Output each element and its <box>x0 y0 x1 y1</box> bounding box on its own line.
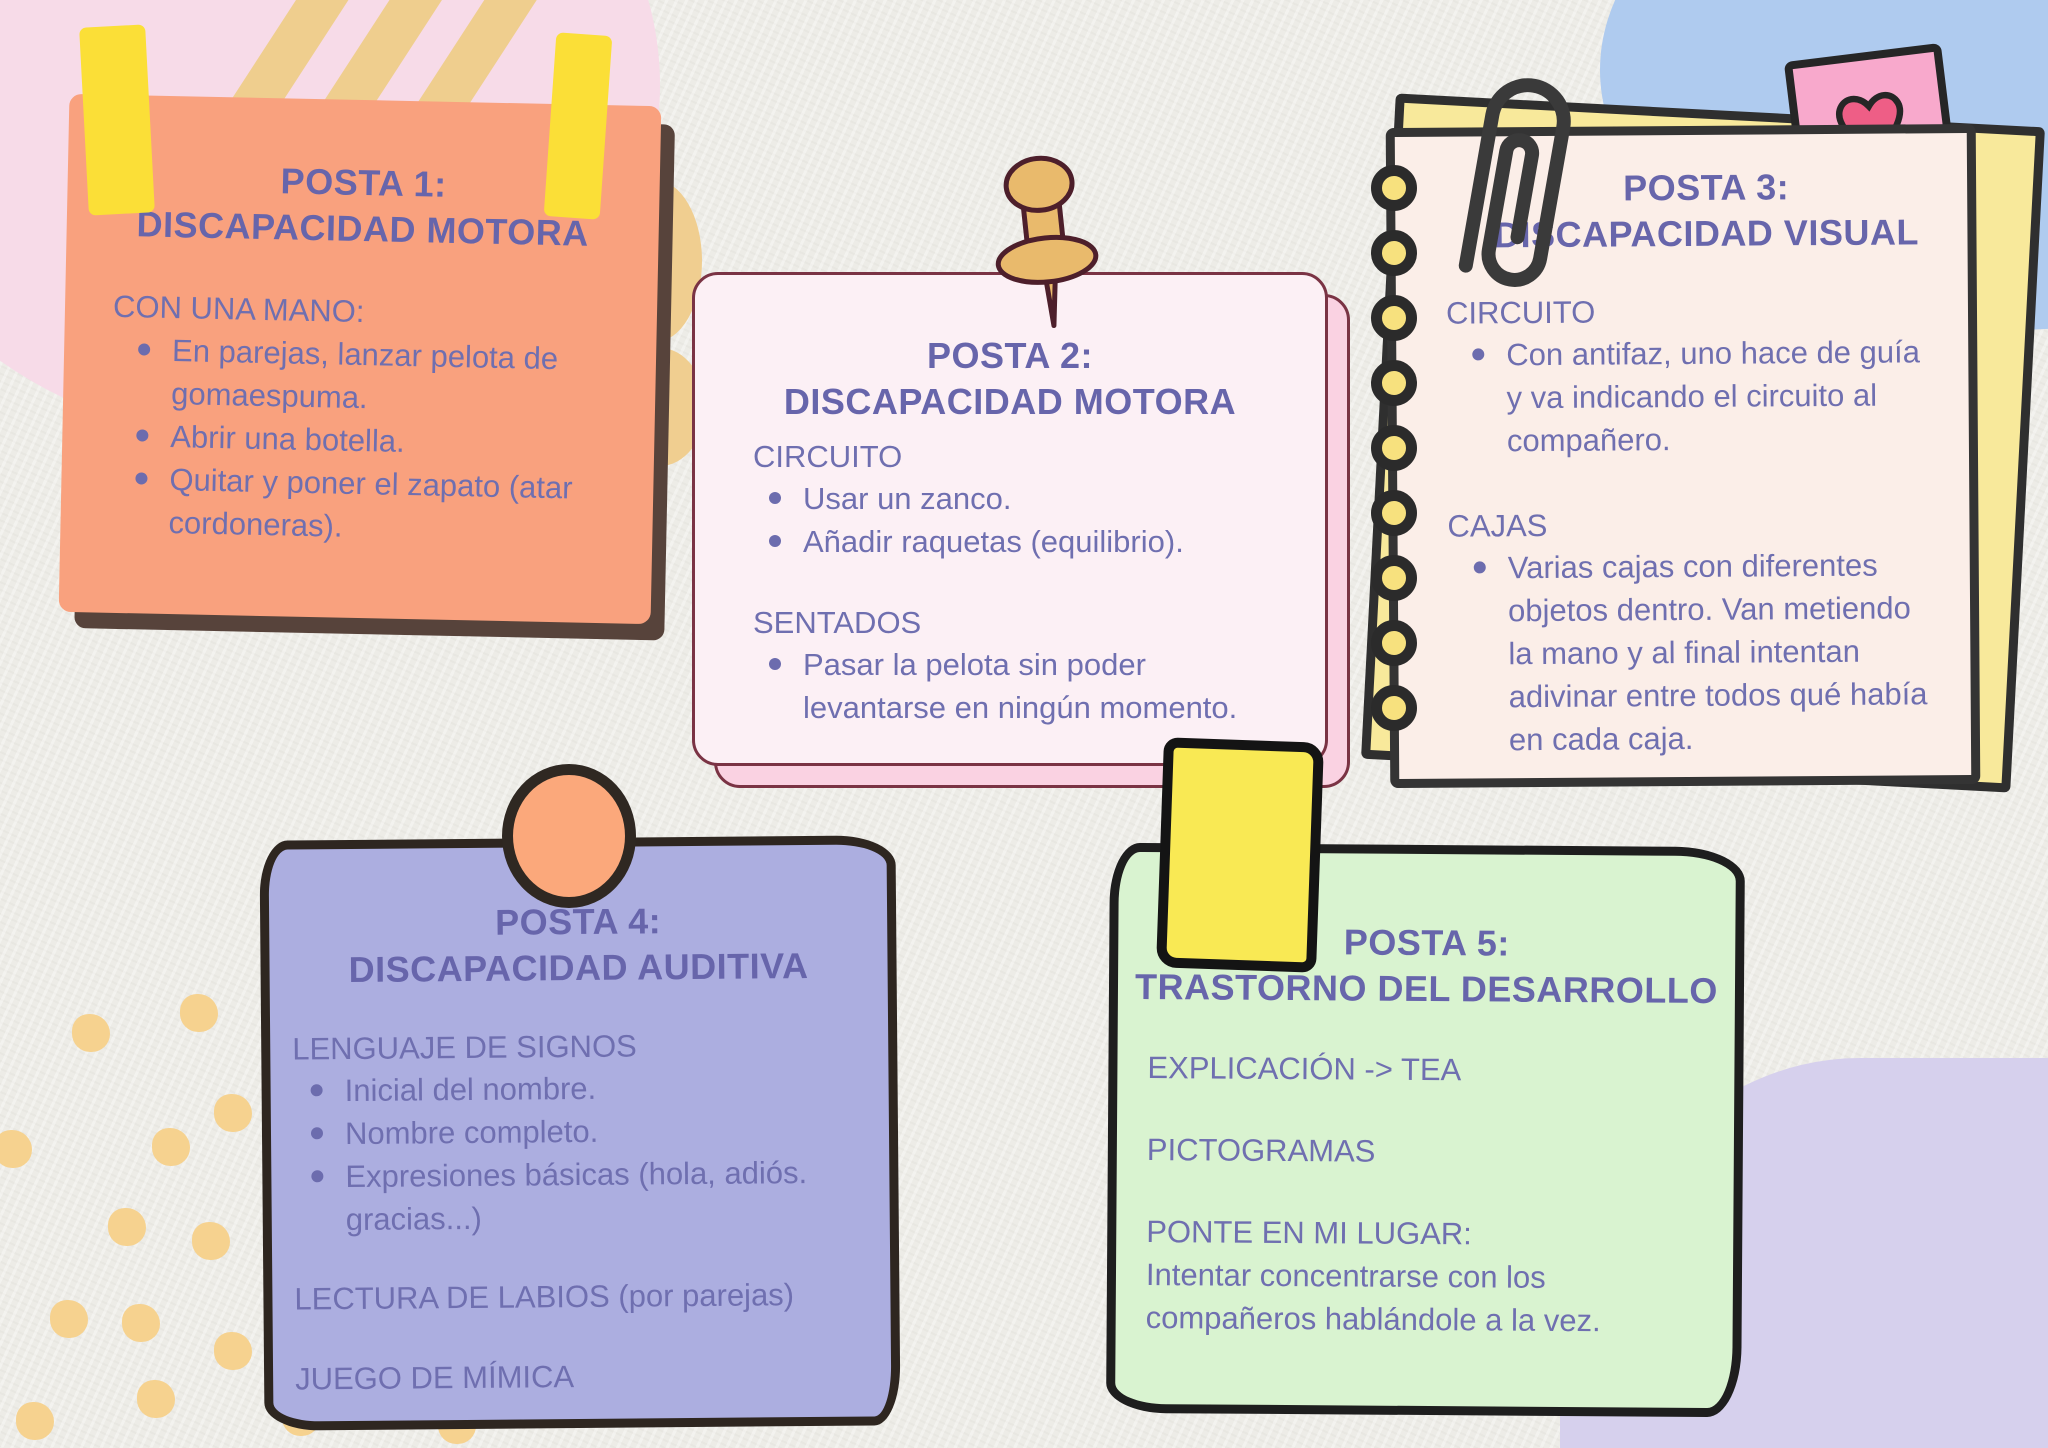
bullet-icon <box>769 658 781 670</box>
tan-dot <box>214 1094 252 1132</box>
tan-dot <box>0 1130 32 1168</box>
tan-dot <box>180 994 218 1032</box>
posta5-line2: PICTOGRAMAS <box>1146 1132 1376 1169</box>
list-item: Quitar y poner el zapato (atar cordonera… <box>108 457 620 554</box>
posta2-heading2: SENTADOS <box>753 605 922 640</box>
pushpin-icon <box>995 155 1099 329</box>
bullet-icon <box>769 492 781 504</box>
tan-dot <box>108 1208 146 1246</box>
posta2-title: POSTA 2: DISCAPACIDAD MOTORA <box>695 333 1325 425</box>
list-item: Nombre completo. <box>285 1108 865 1156</box>
tan-dot <box>137 1380 175 1418</box>
bullet-icon <box>769 535 781 547</box>
bullet-icon <box>311 1170 324 1183</box>
list-item: En parejas, lanzar pelota de gomaespuma. <box>111 328 623 425</box>
bullet-icon <box>136 429 149 442</box>
list-item: Con antifaz, uno hace de guía y va indic… <box>1446 330 1947 462</box>
list-item: Expresiones básicas (hola, adiós. gracia… <box>285 1151 866 1242</box>
bullet-text: Quitar y poner el zapato (atar cordonera… <box>168 462 573 544</box>
tape <box>79 24 155 216</box>
note-posta2: POSTA 2: DISCAPACIDAD MOTORA CIRCUITO Us… <box>692 272 1328 766</box>
tape <box>1156 737 1324 973</box>
posta4-title-line2: DISCAPACIDAD AUDITIVA <box>348 945 809 991</box>
bullet-text: Con antifaz, uno hace de guía y va indic… <box>1506 334 1921 459</box>
bullet-text: Pasar la pelota sin poder levantarse en … <box>803 647 1238 725</box>
tan-dot <box>122 1304 160 1342</box>
tan-dot <box>192 1222 230 1260</box>
bullet-icon <box>310 1084 323 1097</box>
bullet-icon <box>135 472 148 485</box>
list-item: Pasar la pelota sin poder levantarse en … <box>743 643 1283 729</box>
spiral-ring-icon <box>1371 555 1417 601</box>
posta5-title-line2: TRASTORNO DEL DESARROLLO <box>1134 965 1718 1012</box>
circle-pin <box>502 764 636 908</box>
bullet-icon <box>138 343 151 356</box>
tan-dot <box>214 1332 252 1370</box>
spiral-ring-icon <box>1371 490 1417 536</box>
posta5-line1: EXPLICACIÓN -> TEA <box>1147 1050 1462 1088</box>
posta5-line4: Intentar concentrarse con los compañeros… <box>1145 1257 1601 1339</box>
spiral-ring-icon <box>1371 685 1417 731</box>
tan-dot <box>72 1014 110 1052</box>
bullet-text: En parejas, lanzar pelota de gomaespuma. <box>170 333 559 416</box>
tan-dot <box>50 1300 88 1338</box>
bullet-icon <box>1473 561 1486 574</box>
bullet-text: Abrir una botella. <box>169 419 406 459</box>
posta1-heading: CON UNA MANO: <box>112 288 365 330</box>
list-item: Varias cajas con diferentes objetos dent… <box>1448 543 1949 761</box>
spiral-ring-icon <box>1371 230 1417 276</box>
tan-dot <box>152 1128 190 1166</box>
posta5-line3: PONTE EN MI LUGAR: <box>1146 1214 1472 1252</box>
paperclip-icon <box>1458 78 1571 287</box>
bullet-text: Usar un zanco. <box>803 481 1012 516</box>
posta4-line1: LECTURA DE LABIOS (por parejas) <box>294 1277 795 1317</box>
spiral-ring-icon <box>1371 425 1417 471</box>
bullet-text: Añadir raquetas (equilibrio). <box>803 524 1184 559</box>
list-item: Añadir raquetas (equilibrio). <box>743 520 1283 563</box>
list-item: Inicial del nombre. <box>284 1065 864 1113</box>
bullet-text: Nombre completo. <box>344 1113 599 1152</box>
tan-dot <box>16 1402 54 1440</box>
posta4-heading: LENGUAJE DE SIGNOS <box>292 1028 637 1067</box>
list-item: Usar un zanco. <box>743 477 1283 520</box>
posta4-line2: JUEGO DE MÍMICA <box>294 1359 575 1397</box>
bullet-text: Varias cajas con diferentes objetos dent… <box>1507 547 1928 758</box>
spiral-ring-icon <box>1371 360 1417 406</box>
bullet-text: Expresiones básicas (hola, adiós. gracia… <box>345 1155 808 1238</box>
bullet-text: Inicial del nombre. <box>344 1070 597 1109</box>
posta2-title-line2: DISCAPACIDAD MOTORA <box>783 381 1237 422</box>
posta4-title: POSTA 4: DISCAPACIDAD AUDITIVA <box>269 896 888 993</box>
bullet-icon <box>1472 348 1485 361</box>
posta2-heading1: CIRCUITO <box>753 439 903 474</box>
posta3-heading2: CAJAS <box>1447 507 1548 544</box>
posta2-title-line1: POSTA 2: <box>926 335 1094 376</box>
spiral-ring-icon <box>1371 165 1417 211</box>
spiral-ring-icon <box>1371 295 1417 341</box>
note-posta4: POSTA 4: DISCAPACIDAD AUDITIVA LENGUAJE … <box>259 835 901 1431</box>
spiral-ring-icon <box>1371 620 1417 666</box>
bullet-icon <box>310 1127 324 1140</box>
